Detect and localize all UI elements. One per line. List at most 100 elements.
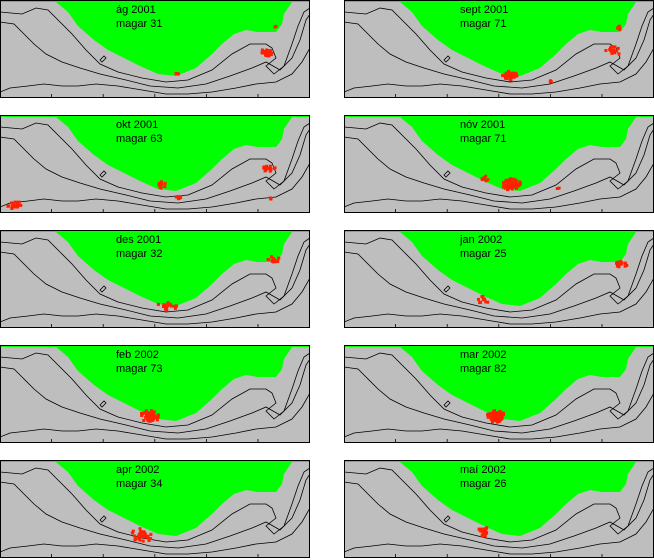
depth-contour-3 <box>0 507 310 555</box>
observation-point <box>269 53 273 57</box>
observation-point <box>480 534 484 538</box>
observation-point <box>613 51 617 55</box>
observation-point <box>496 412 500 416</box>
island <box>443 55 451 63</box>
map-panel-8: mar 2002 magar 82 <box>344 345 654 443</box>
observation-point <box>159 182 163 186</box>
observation-point <box>163 307 167 310</box>
land-area <box>344 115 654 191</box>
count-label-2: magar 71 <box>460 18 507 30</box>
observation-point <box>260 51 264 55</box>
observation-point <box>492 409 496 413</box>
observation-point <box>271 256 275 260</box>
observation-point <box>268 169 272 173</box>
observation-point <box>497 414 501 418</box>
depth-contour-2 <box>344 473 654 549</box>
month-label-2: sept 2001 <box>460 4 509 16</box>
observation-point <box>137 532 141 536</box>
land-area <box>0 230 310 306</box>
observation-point <box>19 203 23 207</box>
observation-point <box>152 413 156 417</box>
count-label-6: magar 25 <box>460 248 507 260</box>
observation-point <box>144 411 148 415</box>
observation-point <box>16 200 20 204</box>
observation-point <box>506 181 510 185</box>
observation-point <box>163 185 167 189</box>
observation-point <box>623 261 627 265</box>
observation-point <box>152 411 156 415</box>
observation-point <box>502 182 506 186</box>
observation-point <box>10 201 14 205</box>
depth-contour-3 <box>344 392 654 440</box>
observation-point <box>506 187 510 191</box>
observation-point <box>268 167 272 171</box>
observation-point <box>140 414 144 417</box>
observation-point <box>139 533 143 537</box>
observation-point <box>486 178 490 182</box>
observation-point <box>482 297 486 301</box>
observation-point <box>505 75 509 79</box>
map-10 <box>344 460 654 558</box>
observation-point <box>509 76 513 80</box>
map-panel-2: sept 2001 magar 71 <box>344 0 654 98</box>
land-area <box>344 345 654 421</box>
land-area <box>0 115 310 191</box>
observation-point <box>13 205 17 209</box>
month-label-1: ág 2001 <box>116 4 156 16</box>
panel-label-1: ág 2001 magar 31 <box>116 3 162 31</box>
map-4 <box>344 115 654 213</box>
panel-label-5: des 2001 magar 32 <box>116 233 162 261</box>
map-frame <box>0 230 310 328</box>
observations <box>174 24 278 76</box>
panel-label-2: sept 2001 magar 71 <box>460 3 508 31</box>
map-panel-1: ág 2001 magar 31 <box>0 0 310 98</box>
observation-point <box>505 183 508 187</box>
map-panel-4: nóv 2001 magar 71 <box>344 115 654 213</box>
observation-point <box>11 204 14 208</box>
observation-point <box>514 72 518 76</box>
count-label-9: magar 34 <box>116 478 163 490</box>
panel-label-3: okt 2001 magar 63 <box>116 118 162 146</box>
observation-point <box>168 302 172 306</box>
observation-point <box>616 46 620 50</box>
observation-point <box>495 415 499 419</box>
observation-point <box>610 51 614 55</box>
month-label-5: des 2001 <box>116 234 162 246</box>
depth-contour-2 <box>0 358 310 434</box>
depth-contour-2 <box>0 243 310 319</box>
observation-point <box>486 300 490 304</box>
observation-point <box>508 71 512 75</box>
observation-point <box>156 415 160 419</box>
panel-label-7: feb 2002 magar 73 <box>116 348 162 376</box>
panel-label-6: jan 2002 magar 25 <box>460 233 506 261</box>
observation-point <box>501 185 505 189</box>
map-panel-9: apr 2002 magar 34 <box>0 460 310 558</box>
land-area <box>0 460 310 536</box>
observation-point <box>149 417 153 421</box>
observation-point <box>477 297 480 301</box>
observation-point <box>618 27 622 31</box>
observation-point <box>493 419 497 422</box>
panel-label-8: mar 2002 magar 82 <box>460 348 506 376</box>
observation-point <box>510 177 513 181</box>
observation-point <box>503 186 507 190</box>
observation-point <box>146 413 150 417</box>
depth-contour-3 <box>0 392 310 440</box>
observation-point <box>149 532 153 536</box>
month-label-7: feb 2002 <box>116 349 159 361</box>
map-5 <box>0 230 310 328</box>
month-label-9: apr 2002 <box>116 464 160 476</box>
map-9 <box>0 460 310 558</box>
observations <box>477 526 489 538</box>
observation-point <box>486 412 490 416</box>
depth-contour-2 <box>0 473 310 549</box>
observation-point <box>276 259 280 263</box>
observation-point <box>518 180 522 184</box>
observation-point <box>491 419 495 423</box>
observation-point <box>483 534 487 538</box>
island <box>99 285 107 293</box>
observation-point <box>150 412 154 416</box>
observation-point <box>489 415 493 419</box>
observations <box>486 409 506 424</box>
island <box>443 515 451 523</box>
